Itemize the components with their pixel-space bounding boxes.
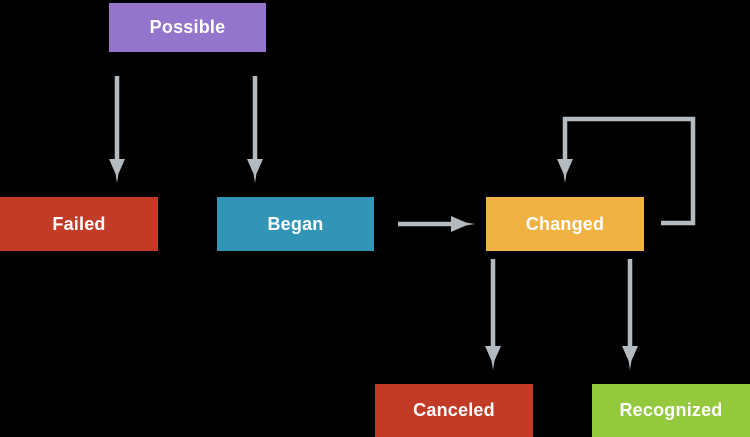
state-node-canceled: Canceled [375,384,533,437]
arrowhead [451,216,475,232]
state-node-failed: Failed [0,197,158,251]
state-node-label: Changed [525,213,605,234]
state-node-changed: Changed [486,197,644,251]
arrowhead [485,346,501,370]
arrowhead [109,159,125,183]
arrow-possible-to-began [247,76,263,183]
arrowhead [622,346,638,370]
arrow-changed-to-recognized [622,259,638,370]
state-node-label: Canceled [413,400,495,420]
state-node-label: Began [267,213,324,234]
state-node-recognized: Recognized [592,384,750,437]
arrow-changed-to-canceled [485,259,501,370]
state-node-possible: Possible [109,3,266,52]
arrow-began-to-changed [398,216,475,232]
arrowhead [247,159,263,183]
state-node-began: Began [217,197,374,251]
state-node-label: Possible [149,17,226,37]
arrowhead [557,159,573,183]
state-node-label: Recognized [619,400,723,420]
state-node-label: Failed [52,213,106,234]
arrow-changed-self-loop [557,116,696,226]
arrow-possible-to-failed [109,76,125,183]
